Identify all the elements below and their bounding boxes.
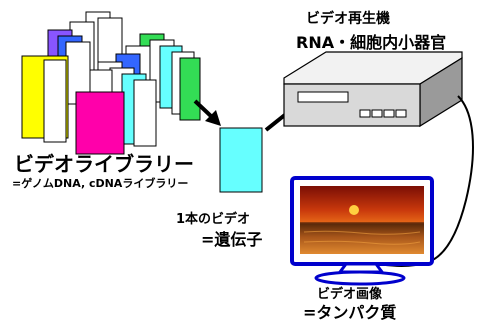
player-button — [371, 109, 383, 118]
screen-sublabel: =タンパク質 — [303, 303, 397, 322]
player-button — [359, 109, 371, 118]
tape-white-front — [43, 59, 67, 143]
video-library-stack — [21, 11, 201, 155]
tape-magenta — [75, 91, 125, 155]
sun — [349, 205, 359, 215]
tape-sublabel: =遺伝子 — [201, 230, 263, 249]
video-player — [283, 51, 463, 128]
player-sublabel: RNA・細胞内小器官 — [296, 33, 447, 52]
screen-label: ビデオ画像 — [317, 287, 383, 302]
monitor — [290, 176, 434, 286]
player-button — [395, 109, 407, 118]
monitor-base — [314, 270, 406, 286]
library-label: ビデオライブラリー — [14, 152, 194, 176]
player-label: ビデオ再生機 — [306, 11, 390, 27]
tape-label: 1本のビデオ — [176, 212, 251, 227]
library-sublabel: =ゲノムDNA, cDNAライブラリー — [12, 177, 189, 190]
arrow-library-to-tape — [193, 99, 221, 126]
single-tape — [219, 127, 263, 193]
player-slot — [297, 91, 349, 103]
player-button — [383, 109, 395, 118]
